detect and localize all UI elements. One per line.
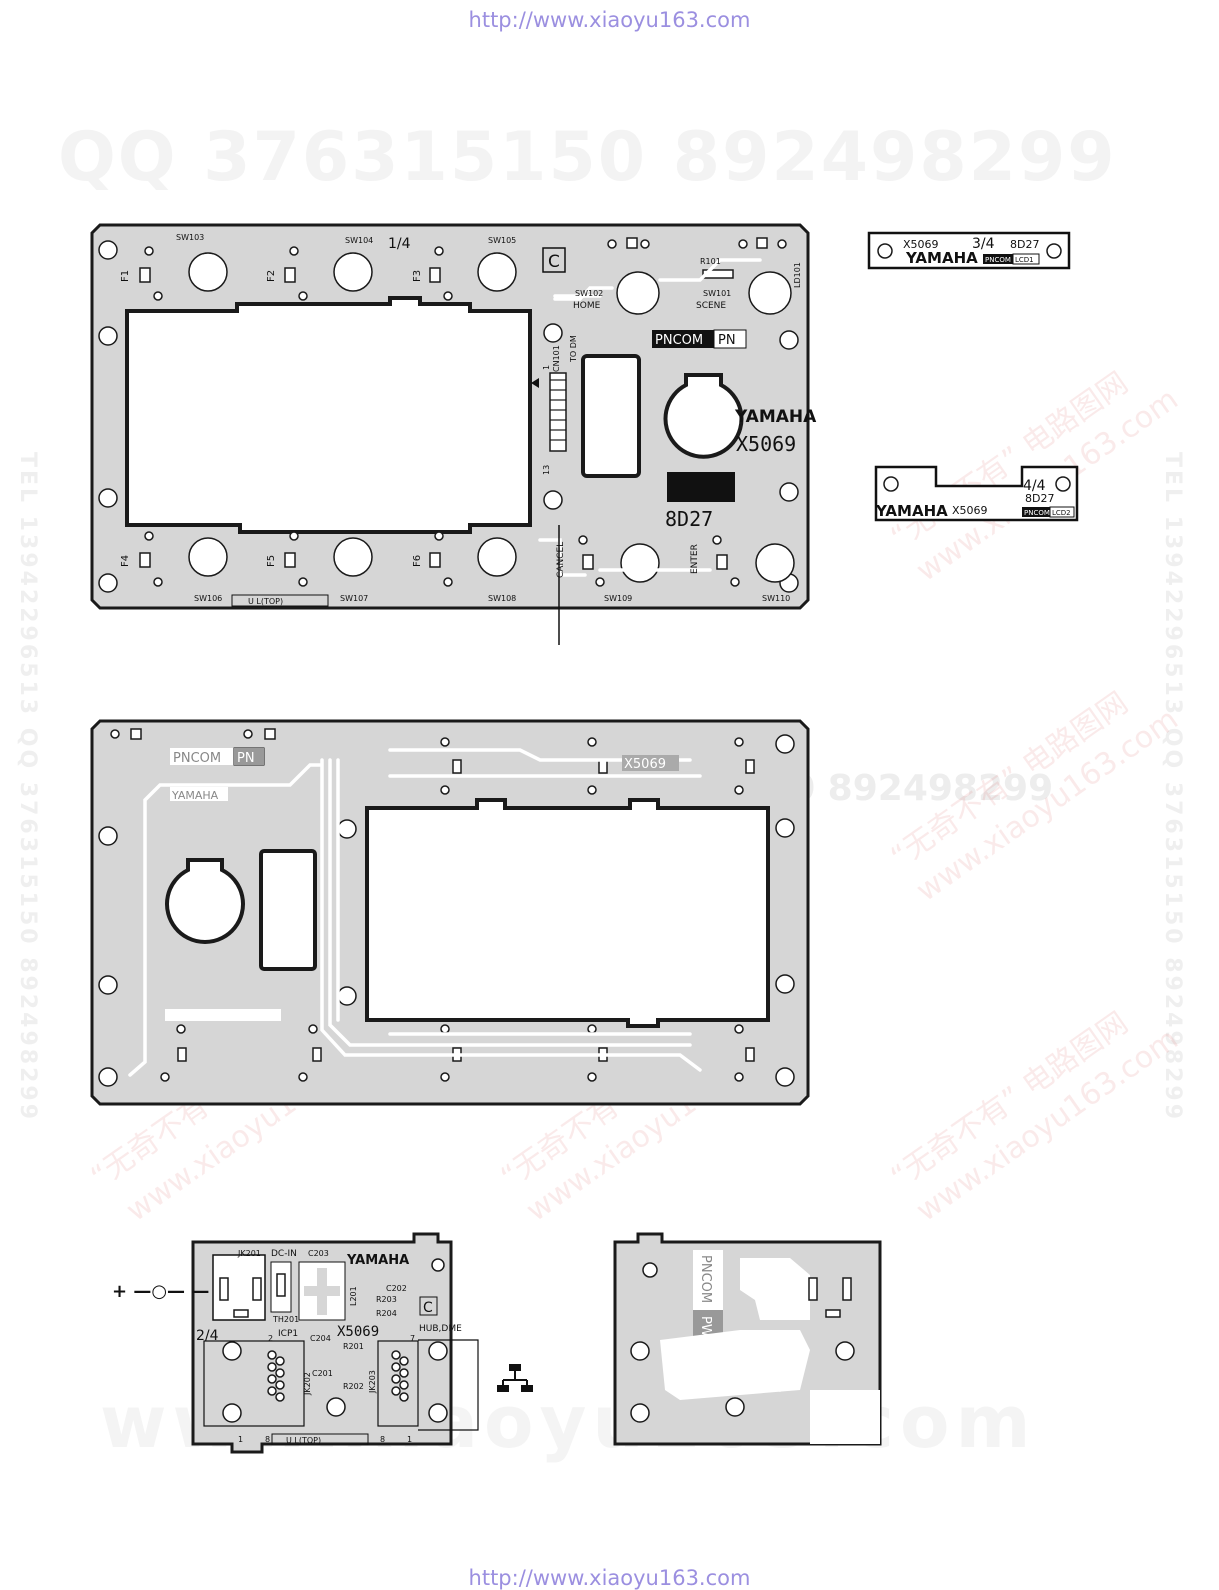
lcd1-pncom: PNCOM <box>985 256 1011 264</box>
power-pin7: 7 <box>410 1334 415 1343</box>
enter-label: ENTER <box>690 544 700 574</box>
power-yamaha: YAMAHA <box>346 1253 409 1268</box>
power-pin2: 2 <box>268 1334 273 1343</box>
sw105-label: SW105 <box>488 236 516 245</box>
lcd2-yamaha: YAMAHA <box>875 502 948 520</box>
switch-row-bottom <box>139 531 795 587</box>
board-top: 1/4 SW103 SW104 SW105 SW106 SW107 SW108 … <box>90 223 817 645</box>
pin1-label: 1 <box>542 365 551 370</box>
power-c-mark: C <box>423 1300 433 1316</box>
hub-dme-label: HUB,DME <box>419 1324 462 1334</box>
watermark-url-top: http://www.xiaoyu163.com <box>468 8 751 32</box>
f2-label: F2 <box>266 270 277 282</box>
pncom-label: PNCOM <box>655 333 703 348</box>
sw101-label: SW101 <box>703 289 731 298</box>
sw102-label: SW102 <box>575 289 603 298</box>
f6-label: F6 <box>412 555 423 567</box>
back-pncom-label: PNCOM <box>173 751 221 766</box>
watermark-url-bottom: http://www.xiaoyu163.com <box>468 1566 751 1590</box>
r203-label: R203 <box>376 1295 397 1304</box>
power-ul-label: U L(TOP) <box>286 1436 321 1445</box>
sw110-label: SW110 <box>762 594 790 603</box>
pn-label: PN <box>718 333 736 348</box>
f4-label: F4 <box>120 555 131 567</box>
r201-label: R201 <box>343 1342 364 1351</box>
lcd2-pncom: PNCOM <box>1024 509 1050 517</box>
board-power-back: PNCOM PW <box>613 1232 882 1446</box>
pw-pncom-label: PNCOM <box>698 1255 713 1303</box>
dc-polarity-symbol: + —○— — <box>112 1281 209 1302</box>
f5-label: F5 <box>266 555 277 567</box>
sw104-label: SW104 <box>345 236 373 245</box>
watermark-qq: QQ 376315150 892498299 <box>58 118 1117 197</box>
sheet-label: 1/4 <box>388 236 411 252</box>
c203-label: C203 <box>308 1249 329 1258</box>
lcd1-sheet: 3/4 <box>972 236 995 252</box>
sw107-label: SW107 <box>340 594 368 603</box>
board-lcd2: 4/4 8D27 YAMAHA X5069 PNCOM LCD2 <box>874 465 1079 522</box>
back-pn-label: PN <box>237 751 255 766</box>
code-label: 8D27 <box>665 507 713 531</box>
r202-label: R202 <box>343 1382 364 1391</box>
l201-label: L201 <box>349 1286 358 1306</box>
back-model-label: X5069 <box>624 757 666 772</box>
sw103-label: SW103 <box>176 233 204 242</box>
lcd2-model: X5069 <box>952 504 988 517</box>
yamaha-label: YAMAHA <box>734 407 817 427</box>
power-pin1: 1 <box>238 1435 243 1444</box>
r204-label: R204 <box>376 1309 397 1318</box>
jk203-label: JK203 <box>368 1370 377 1394</box>
c204-label: C204 <box>310 1334 331 1343</box>
lcd1-model: X5069 <box>903 238 939 251</box>
dc-in-label: DC-IN <box>271 1249 297 1259</box>
board-power: JK201 DC-IN C203 YAMAHA C202 R203 R204 L… <box>112 1232 533 1454</box>
jk202-label: JK202 <box>303 1372 312 1396</box>
lcd2-sheet: 4/4 <box>1023 478 1046 494</box>
power-model: X5069 <box>337 1324 379 1340</box>
power-sheet: 2/4 <box>196 1328 219 1344</box>
c-mark: C <box>548 252 560 272</box>
lcd1-lcd: LCD1 <box>1015 256 1034 264</box>
lcd2-lcd: LCD2 <box>1052 509 1071 517</box>
lcd2-code: 8D27 <box>1025 492 1054 505</box>
to-dm-label: TO DM <box>569 335 578 363</box>
cancel-label: CANCEL <box>556 542 566 578</box>
model-label: X5069 <box>736 432 796 456</box>
r101-label: R101 <box>700 257 721 266</box>
sw108-label: SW108 <box>488 594 516 603</box>
back-yamaha-label: YAMAHA <box>171 789 219 802</box>
watermark-tel-left: TEL 13942296513 QQ 376315150 892498299 <box>15 452 40 1123</box>
board-back: PNCOM PN YAMAHA X5069 <box>90 719 810 1106</box>
icp1-label: ICP1 <box>278 1329 298 1339</box>
c202-label: C202 <box>386 1284 407 1293</box>
scene-label: SCENE <box>696 301 726 311</box>
c201-label: C201 <box>312 1369 333 1378</box>
th201-label: TH201 <box>272 1315 299 1324</box>
sw106-label: SW106 <box>194 594 222 603</box>
cn101-label: CN101 <box>552 345 561 372</box>
power-pin8b: 8 <box>380 1435 385 1444</box>
watermark-tel-right: TEL 13942296513 QQ 376315150 892498299 <box>1160 452 1185 1123</box>
ul-label: U L(TOP) <box>248 597 283 606</box>
lcd1-code: 8D27 <box>1010 238 1039 251</box>
power-pin8: 8 <box>265 1435 270 1444</box>
ld101-label: LD101 <box>793 262 802 288</box>
board-lcd1: X5069 3/4 8D27 YAMAHA PNCOM LCD1 <box>867 231 1071 270</box>
pw-pw-label: PW <box>698 1316 713 1337</box>
sw109-label: SW109 <box>604 594 632 603</box>
switch-row-top <box>139 237 792 315</box>
f3-label: F3 <box>412 270 423 282</box>
power-pin1b: 1 <box>407 1435 412 1444</box>
network-icon <box>497 1364 533 1392</box>
pin13-label: 13 <box>542 465 551 475</box>
lcd1-yamaha: YAMAHA <box>905 249 978 267</box>
connector-cn101 <box>531 372 567 452</box>
home-label: HOME <box>573 301 601 311</box>
jk201-label: JK201 <box>237 1249 261 1258</box>
f1-label: F1 <box>120 270 131 282</box>
